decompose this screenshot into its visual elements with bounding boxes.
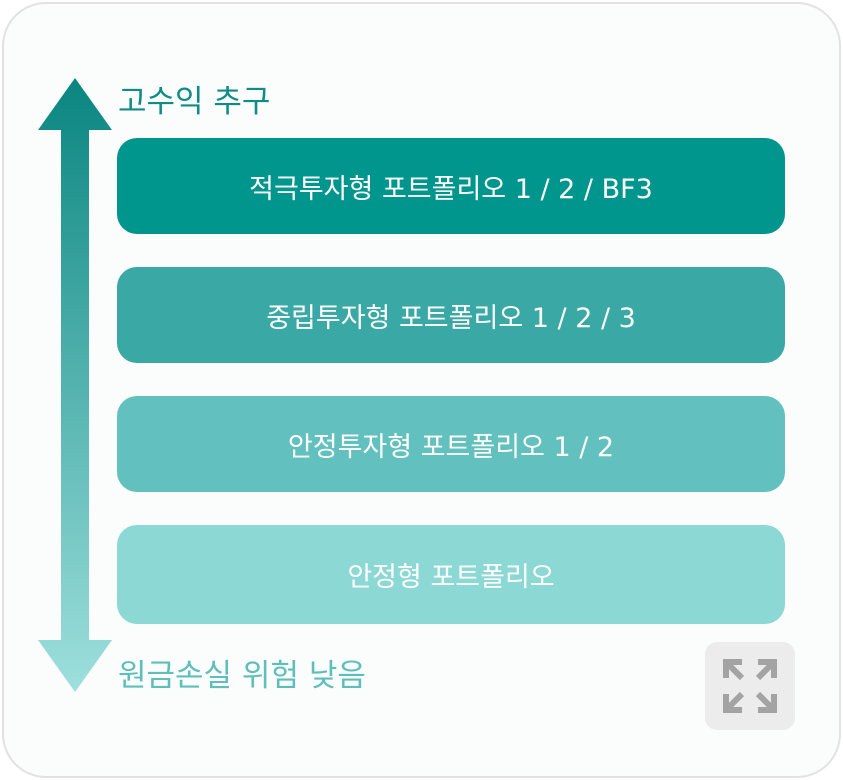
stable-portfolio-button[interactable]: 안정형 포트폴리오 — [117, 525, 785, 624]
high-return-label: 고수익 추구 — [118, 84, 271, 120]
stable-invest-portfolio-button[interactable]: 안정투자형 포트폴리오 1 / 2 — [117, 396, 785, 492]
expand-button[interactable] — [705, 642, 795, 730]
risk-arrow-icon — [38, 78, 112, 692]
low-risk-label: 원금손실 위험 낮음 — [118, 658, 366, 694]
aggressive-portfolio-button[interactable]: 적극투자형 포트폴리오 1 / 2 / BF3 — [117, 138, 785, 234]
expand-icon — [723, 659, 777, 713]
neutral-portfolio-button[interactable]: 중립투자형 포트폴리오 1 / 2 / 3 — [117, 267, 785, 363]
